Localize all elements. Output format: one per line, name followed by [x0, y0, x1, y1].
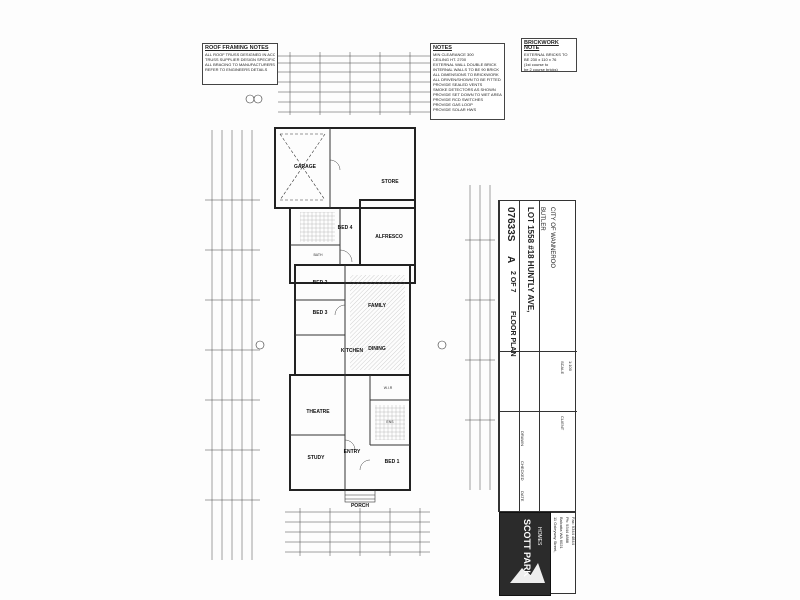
roof-framing-notes: ROOF FRAMING NOTES ALL ROOF TRUSS DESIGN…: [202, 43, 278, 85]
room-label-alfresco: ALFRESCO: [375, 234, 403, 240]
sheet-number: 2 OF 7: [509, 271, 516, 293]
room-label-dining: DINING: [368, 346, 386, 352]
room-label-porch: PORCH: [350, 503, 370, 509]
scale-label: SCALE: [560, 361, 565, 375]
grid-marker-icons: [245, 94, 447, 350]
revision: A: [505, 256, 516, 264]
brickwork-note-line: BE 230 x 110 x 76: [524, 57, 557, 62]
mountain-icon: [510, 563, 545, 583]
brickwork-note-line: be 2 course bricks): [524, 67, 558, 72]
company-address-line2: Balcatta WA 6021: [559, 517, 564, 549]
address-suburb: BUTLER: [539, 207, 545, 231]
porch-steps: [344, 489, 376, 503]
interior-walls: [290, 128, 410, 490]
general-notes: NOTES MIN CLEARANCE 300 CEILING HT. 2700…: [430, 43, 505, 120]
room-label-entry: ENTRY: [343, 449, 361, 455]
date-label: DATE: [520, 491, 525, 502]
note-line: PROVIDE GAS LOOP: [433, 102, 473, 107]
drawn-label: DRAWN: [520, 431, 525, 446]
brickwork-note-line: EXTERNAL BRICKS TO: [524, 52, 568, 57]
client-label: CLIENT: [560, 416, 565, 431]
room-label-theatre: THEATRE: [306, 409, 330, 415]
company-name: SCOTT PARK: [522, 519, 532, 577]
checked-label: CHECKED: [520, 461, 525, 481]
room-label-kitchen: KITCHEN: [340, 348, 364, 354]
right-dimension-lines: [465, 185, 495, 490]
roof-note-line: TRUSS SUPPLIER DESIGN SPECIFICATIONS: [205, 57, 275, 62]
roof-notes-title: ROOF FRAMING NOTES: [205, 45, 269, 51]
company-logo: SCOTT PARK HOMES: [499, 512, 551, 596]
room-label-garage: GARAGE: [294, 164, 316, 170]
note-line: PROVIDE RCD SWITCHES: [433, 97, 484, 102]
job-number: 07633S: [505, 207, 516, 242]
room-label-study: STUDY: [307, 455, 325, 461]
top-dimension-lines: [278, 52, 430, 115]
roof-note-line: REFER TO ENGINEERS DETAILS: [205, 67, 268, 72]
room-label-bed3: BED 3: [312, 310, 328, 316]
room-label-family: FAMILY: [368, 303, 386, 309]
company-fax: Fax: 9344 4844: [571, 517, 576, 545]
plan-title: FLOOR PLAN: [509, 311, 516, 357]
room-label-bath: BATH: [313, 253, 323, 257]
company-info-block: 11 Oxleyway Street, Balcatta WA 6021 Ph:…: [549, 512, 576, 594]
house-walls: [274, 127, 416, 491]
note-line: PROVIDE SOLAR HWS: [433, 107, 477, 112]
ensuite-tiles: [375, 405, 405, 440]
room-label-bed1: BED 1: [384, 459, 400, 465]
scale-value: 1:100: [568, 361, 573, 372]
company-address-line1: 11 Oxleyway Street,: [553, 517, 558, 553]
brickwork-note-line: (1st course to: [524, 62, 549, 67]
family-hatch: [350, 275, 405, 370]
note-line: MIN CLEARANCE 300: [433, 52, 474, 57]
brickwork-note-title: BRICKWORK NOTE: [524, 40, 559, 51]
company-phone: Ph: 9344 4888: [565, 517, 570, 544]
note-line: PROVIDE SET DOWN TO WET AREAS: [433, 92, 502, 97]
door-swings: [329, 159, 371, 471]
room-label-ens: ENS: [386, 420, 394, 424]
note-line: INTERNAL WALLS TO BE 90 BRICK: [433, 67, 500, 72]
roof-note-line: ALL ROOF TRUSS DESIGNED IN ACCORDANCE WI…: [205, 52, 275, 57]
note-line: EXTERNAL WALL DOUBLE BRICK: [433, 62, 497, 67]
room-label-store: STORE: [381, 179, 399, 185]
note-line: SMOKE DETECTORS AS SHOWN: [433, 87, 496, 92]
room-label-wir: W.I.R: [383, 386, 393, 390]
room-label-bed4: BED 4: [337, 225, 353, 231]
note-line: PROVIDE SEALED VENTS: [433, 82, 483, 87]
title-block: 07633S A 2 OF 7 LOT 1558 #18 HUNTLY AVE,…: [498, 200, 577, 513]
wet-area-tiles: [300, 212, 335, 242]
room-label-bed2: BED 2: [312, 280, 328, 286]
company-tagline: HOMES: [536, 527, 542, 546]
notes-title: NOTES: [433, 45, 452, 51]
note-line: CEILING HT. 2700: [433, 57, 467, 62]
garage-door: [279, 133, 326, 201]
note-line: ALL DIMENSIONS TO BRICKWORK: [433, 72, 499, 77]
brickwork-note: BRICKWORK NOTE EXTERNAL BRICKS TO BE 230…: [521, 38, 577, 72]
bottom-dimension-lines: [285, 508, 430, 556]
note-line: ALL DRIVEN/SHOWN TO BE FITTED: [433, 77, 501, 82]
council-name: CITY OF WANNEROO: [549, 207, 555, 269]
roof-note-line: ALL BRACING TO MANUFACTURERS DETAILS: [205, 62, 275, 67]
address-lot: LOT 1558 #18 HUNTLY AVE,: [526, 207, 535, 313]
left-dimension-lines: [205, 130, 260, 560]
